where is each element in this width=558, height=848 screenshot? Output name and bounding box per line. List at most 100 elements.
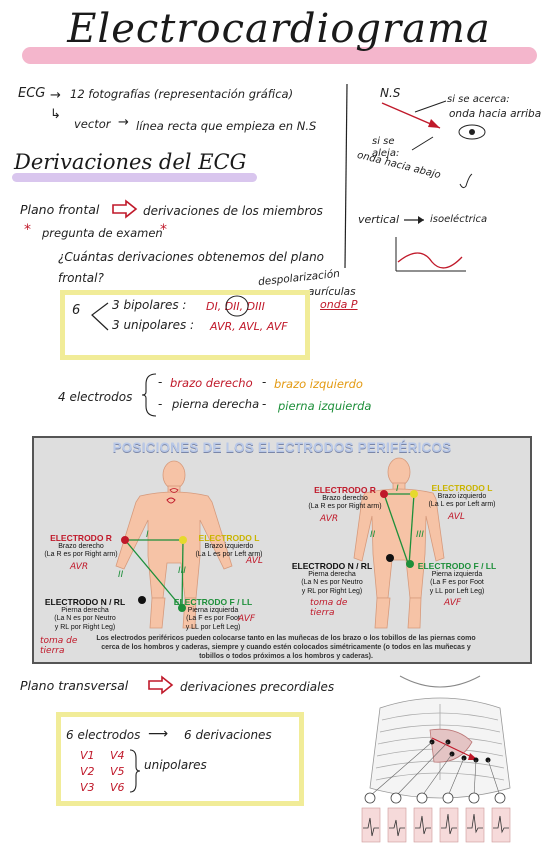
brazo-derecho-text: brazo derecho <box>170 376 253 390</box>
electrode-f-desc: Pierna izquierda <box>431 570 483 578</box>
electrode-r-desc: Brazo derecho <box>322 494 368 502</box>
electrode-n-note1: (La N es por Neutro <box>54 615 116 622</box>
electrode-f-desc: Pierna izquierda <box>187 606 239 614</box>
tierra-line2: tierra <box>310 608 335 618</box>
dash-icon: - <box>158 375 163 389</box>
plano-frontal-text: Plano frontal <box>20 202 100 217</box>
arrow-icon: → <box>118 115 129 130</box>
lead-v6: V6 <box>110 781 125 794</box>
electrode-r-note: (La R es por Right arm) <box>44 551 118 558</box>
chest-diagram <box>360 668 520 846</box>
electrode-n-note2: y RL por Right Leg) <box>54 623 116 631</box>
onda-arriba-text: onda hacia arriba <box>449 108 542 120</box>
tierra-line1: toma de <box>310 598 348 608</box>
isoelectrica-text: isoeléctrica <box>430 214 488 225</box>
ns-label: N.S <box>380 86 401 100</box>
electrode-l-note: (La L es por Left arm) <box>195 551 263 558</box>
electrode-l-heading: ELECTRODO L <box>198 533 260 543</box>
dash-icon: - <box>158 397 163 411</box>
right-body-diagram <box>353 457 445 629</box>
brace-icon <box>91 302 109 331</box>
electrode-l-note: (La L es por Left arm) <box>428 501 496 508</box>
tierra-annotation: toma de tierra <box>40 636 77 656</box>
electrode-positions-figure: POSICIONES DE LOS ELECTRODOS PERIFÉRICOS <box>32 436 532 664</box>
six-electrodos-text: 6 electrodos <box>66 728 141 742</box>
outline-arrow-icon <box>112 199 138 219</box>
derivaciones-miembros-text: derivaciones de los miembros <box>143 204 323 218</box>
electrode-n-desc: Pierna derecha <box>308 570 356 578</box>
pregunta-text: pregunta de examen <box>42 226 163 240</box>
electrode-l-desc: Brazo izquierdo <box>437 492 487 500</box>
precordiales-box <box>56 712 304 806</box>
tierra-annotation: toma de tierra <box>310 598 347 618</box>
electrode-f-note1: (La F es por Foot <box>186 615 240 622</box>
auriculas-text: aurículas <box>308 286 356 298</box>
electrode-n-heading: ELECTRODO N / RL <box>291 561 373 571</box>
lead-ii-label: II <box>370 530 376 540</box>
onda-p-text: onda P <box>320 298 358 311</box>
avr-annotation: AVR <box>70 562 89 572</box>
lead-v5: V5 <box>110 765 125 778</box>
bipolares-label: 3 bipolares : <box>112 298 187 312</box>
electrode-f-right: ELECTRODO F / LL Pierna izquierda (La F … <box>414 562 500 596</box>
electrode-f-note2: y LL por Left Leg) <box>429 587 485 595</box>
outline-arrow-icon <box>148 675 174 695</box>
electrode-l-right: ELECTRODO L Brazo izquierdo (La L es por… <box>420 484 504 510</box>
electrode-f-note2: y LL por Left Leg) <box>185 623 241 631</box>
electrode-f-heading: ELECTRODO F / LL <box>173 597 253 607</box>
circle-highlight <box>225 295 249 317</box>
avl-annotation: AVL <box>246 556 263 566</box>
derivaciones-precordiales-text: derivaciones precordiales <box>180 680 335 694</box>
leads-col2: V4 V5 V6 <box>110 748 125 796</box>
electrode-n-right: ELECTRODO N / RL Pierna derecha (La N es… <box>288 562 376 596</box>
title-highlight <box>22 47 537 64</box>
avf-annotation: AVF <box>238 614 256 624</box>
electrode-r-left: ELECTRODO R Brazo derecho (La R es por R… <box>40 534 122 560</box>
electrode-n-note2: y RL por Right Leg) <box>301 587 363 595</box>
pierna-izquierda-text: pierna izquierda <box>278 399 372 413</box>
brazo-izquierdo-text: brazo izquierdo <box>274 377 363 391</box>
lead-i-label: I <box>396 484 399 494</box>
linea-text: línea recta que empieza en N.S <box>136 119 317 133</box>
arrow-down-right-icon: ↳ <box>50 107 61 122</box>
unipolares-values: AVR, AVL, AVF <box>210 320 288 333</box>
lead-iii-label: III <box>178 566 186 576</box>
electrode-l-heading: ELECTRODO L <box>431 483 493 493</box>
unipolares-text: unipolares <box>144 758 207 772</box>
lead-v4: V4 <box>110 749 125 762</box>
unipolares-label: 3 unipolares : <box>112 318 195 332</box>
brace-icon <box>141 373 157 417</box>
dash-icon: - <box>262 397 267 411</box>
lead-v2: V2 <box>80 765 95 778</box>
vector-text: vector <box>74 117 111 131</box>
lead-ii-label: II <box>118 570 124 580</box>
tierra-line2: tierra <box>40 646 65 656</box>
lead-v1: V1 <box>80 749 95 762</box>
vertical-text: vertical <box>358 213 400 226</box>
figure-note: Los electrodos periféricos pueden coloca… <box>96 635 476 660</box>
avf-annotation: AVF <box>444 598 462 608</box>
si-aleja-text: si se aleja: <box>372 136 400 159</box>
electrode-r-right: ELECTRODO R Brazo derecho (La R es por R… <box>304 486 386 512</box>
section-highlight <box>12 173 257 182</box>
electrode-r-note: (La R es por Right arm) <box>308 503 382 510</box>
electrode-r-desc: Brazo derecho <box>58 542 104 550</box>
si-acerca-text: si se acerca: <box>447 94 510 105</box>
question-text: ¿Cuántas derivaciones obtenemos del plan… <box>58 250 325 285</box>
lead-i-label: I <box>146 530 149 540</box>
plano-transversal-text: Plano transversal <box>20 678 129 693</box>
electrode-f-left: ELECTRODO F / LL Pierna izquierda (La F … <box>170 598 256 632</box>
six-count: 6 <box>72 303 81 318</box>
page-title: Electrocardiograma <box>67 6 491 52</box>
dash-icon: - <box>262 375 267 389</box>
electrode-l-desc: Brazo izquierdo <box>204 542 254 550</box>
arrow-icon: → <box>50 88 61 103</box>
fotos-text: 12 fotografías (representación gráfica) <box>70 87 294 101</box>
lead-iii-label: III <box>416 530 424 540</box>
electrode-r-heading: ELECTRODO R <box>50 533 112 543</box>
lead-v3: V3 <box>80 781 95 794</box>
asterisk-icon: * <box>160 222 167 238</box>
asterisk-icon: * <box>24 222 31 238</box>
six-derivaciones-text: 6 derivaciones <box>184 728 272 742</box>
